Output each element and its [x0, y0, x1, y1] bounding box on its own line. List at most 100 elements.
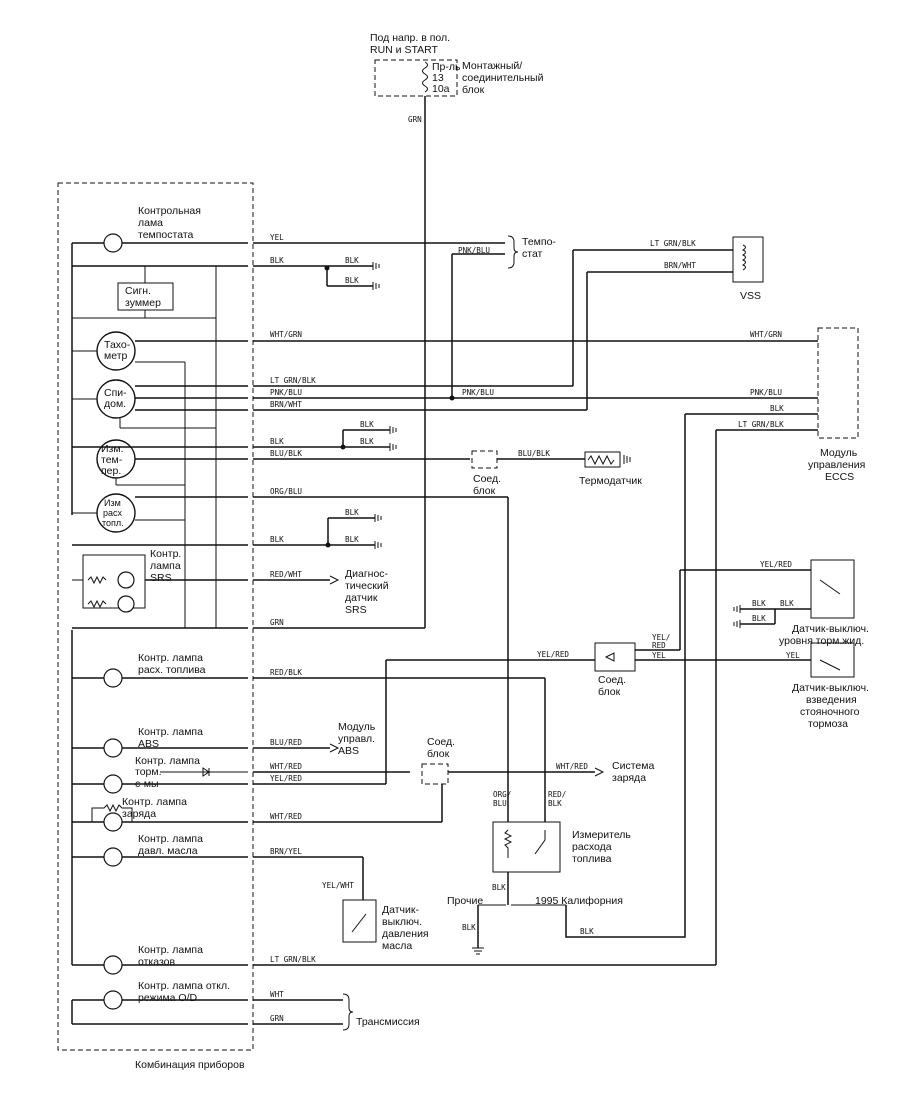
- od-lamp-label: Контр. лампа откл.: [138, 980, 230, 992]
- conn-block-2-label-2: блок: [598, 686, 621, 698]
- wire-label-org-blu: ORG/BLU: [270, 487, 302, 496]
- speedo-label: Спи-: [104, 387, 127, 399]
- wire-label-lt-grn-eccs: LT GRN/BLK: [738, 420, 784, 429]
- conn-block-1-label-2: блок: [473, 485, 496, 497]
- ground-icon: [372, 262, 380, 270]
- wire-label-blu-blk: BLU/BLK: [270, 449, 302, 458]
- junction-box-outline: [374, 59, 458, 97]
- thermostat-label: Темпо-: [522, 236, 556, 248]
- conn-block-3-label: Соед.: [427, 736, 455, 748]
- fuel-meter-label-2: расхода: [572, 841, 612, 853]
- abs-lamp-label: Контр. лампа: [138, 726, 203, 738]
- thermostat-label-2: стат: [522, 248, 543, 260]
- fuse-icon: [422, 61, 428, 93]
- wire-label-blk-5: BLK: [360, 437, 374, 446]
- wire-label-grn-trans: GRN: [270, 1014, 284, 1023]
- wire-label-blk-10: BLK: [752, 614, 766, 623]
- temp-lamp-label-3: темпостата: [138, 229, 194, 241]
- charge-lamp-bulb-icon: [103, 812, 123, 832]
- temp-lamp-label: Контрольная: [138, 205, 201, 217]
- brake-lamp-label: Контр. лампа: [135, 755, 200, 767]
- park-brake-switch-box: [810, 642, 855, 678]
- eccs-label-3: ECCS: [825, 471, 854, 483]
- fuel-meter-label-3: топлива: [572, 853, 612, 865]
- cluster-outline: [57, 182, 254, 1051]
- wire-label-pnk-mid: PNK/BLU: [462, 388, 494, 397]
- fuel-gauge-label-3: топл.: [102, 518, 124, 528]
- wire-label-yel-red-l1: YEL/: [652, 633, 670, 642]
- instrument-cluster: Комбинация приборов Контрольная лама тем…: [57, 182, 254, 1071]
- wire-label-brn-vss: BRN/WHT: [664, 261, 696, 270]
- fuse-block: Под напр. в пол. RUN и START Пр-ль 13 10…: [370, 32, 544, 628]
- conn-block-1: [471, 450, 498, 469]
- tach-label: Тахо-: [104, 339, 131, 351]
- wire-label-lt-grn-vss: LT GRN/BLK: [650, 239, 696, 248]
- park-brake-label-3: стояночного: [800, 706, 860, 718]
- temp-gauge-label-3: пер.: [101, 465, 121, 477]
- fuse-number: 13: [432, 72, 444, 84]
- power-note-2: RUN и START: [370, 44, 438, 56]
- abs-arrow-icon: [329, 743, 340, 753]
- tach-label-2: метр: [104, 350, 128, 362]
- ground-icon-6: [374, 514, 382, 522]
- oil-switch-label-3: давления: [382, 928, 429, 940]
- wire-label-grn-feed: GRN: [408, 115, 422, 124]
- od-lamp-label-2: режима O/D: [138, 992, 198, 1004]
- junction-box-label-3: блок: [462, 84, 485, 96]
- wire-label-yel-park-2: YEL: [786, 651, 800, 660]
- wire-label-blk-eccs: BLK: [770, 404, 784, 413]
- california-label: 1995 Калифорния: [535, 895, 623, 907]
- srs-lamp-network: [82, 554, 146, 609]
- oil-switch-label-2: выключ.: [382, 916, 422, 928]
- brake-diode-icon: [202, 767, 210, 777]
- wire-label-blk-tempg: BLK: [270, 437, 284, 446]
- wire-label-blk-6: BLK: [345, 508, 359, 517]
- fuel-meter-label: Измеритель: [572, 829, 631, 841]
- ground-icon-9: [733, 620, 741, 628]
- fail-lamp-label: Контр. лампа: [138, 944, 203, 956]
- wire-label-blk-1: BLK: [270, 256, 284, 265]
- wire-label-blk-9: BLK: [780, 599, 794, 608]
- wire-label-wht-red: WHT/RED: [270, 762, 302, 771]
- wire-label-org-l2: BLU: [493, 799, 507, 808]
- ground-icon-5: [623, 455, 631, 464]
- wire-label-blk-8: BLK: [752, 599, 766, 608]
- wire-label-blk-2: BLK: [345, 256, 359, 265]
- fuel-meter-box: [492, 821, 561, 873]
- wire-label-yel-wht: YEL/WHT: [322, 881, 354, 890]
- charging-label-2: заряда: [612, 772, 646, 784]
- abs-module-label: Модуль: [338, 721, 376, 733]
- charge-lamp-label-2: заряда: [122, 808, 156, 820]
- wire-label-wht-grn-2: WHT/GRN: [750, 330, 782, 339]
- wire-label-blu-red: BLU/RED: [270, 738, 302, 747]
- srs-bulb-1-icon: [117, 571, 135, 589]
- srs-diag-label-4: SRS: [345, 604, 367, 616]
- wire-label-lt-grn-speedo: LT GRN/BLK: [270, 376, 316, 385]
- fuel-lamp-label: Контр. лампа: [138, 652, 203, 664]
- brake-lamp-label-2: торм.: [135, 766, 162, 778]
- speedo-label-2: дом.: [104, 398, 126, 410]
- ground-icon-10: [472, 947, 484, 955]
- eccs-module-outline: [817, 327, 859, 439]
- ground-icon-4: [389, 443, 397, 451]
- srs-arrow-icon: [329, 575, 340, 585]
- fuel-gauge-label: Изм: [104, 498, 121, 508]
- wire-label-yel-park: YEL: [652, 651, 666, 660]
- wire-label-pnk-speedo: PNK/BLU: [270, 388, 302, 397]
- charging-label: Система: [612, 760, 654, 772]
- wire-label-blk-3: BLK: [345, 276, 359, 285]
- od-lamp-bulb-icon: [103, 990, 123, 1010]
- park-brake-label-4: тормоза: [808, 718, 848, 730]
- temp-sensor-icon: [587, 454, 615, 466]
- fuel-lamp-label-2: расх. топлива: [138, 664, 206, 676]
- temp-sensor-label: Термодатчик: [579, 475, 642, 487]
- junction-box-label: Монтажный/: [462, 60, 522, 72]
- fuel-meter-switch-icon: [534, 830, 546, 855]
- wire-label-blk-11: BLK: [492, 883, 506, 892]
- external-wiring: YEL PNK/BLU Темпо- стат BLK BLK BLK VSS …: [253, 233, 869, 1031]
- conn-block-1-label: Соед.: [473, 473, 501, 485]
- srs-resistor-2-icon: [87, 599, 107, 609]
- oil-lamp-label-2: давл. масла: [138, 845, 198, 857]
- brake-fluid-switch-box: [810, 559, 855, 619]
